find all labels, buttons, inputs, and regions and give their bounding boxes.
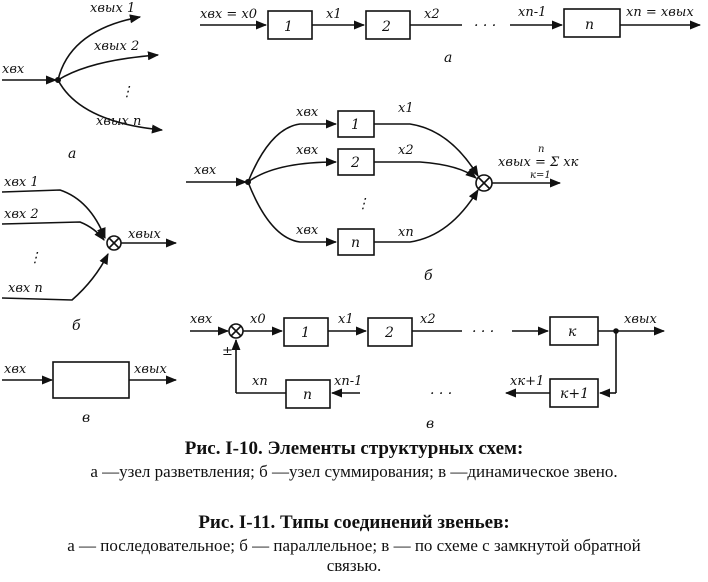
fig11b-output-label: xвых = Σ xк	[498, 155, 579, 170]
fig11b-branch-input-1: xвх	[296, 105, 319, 120]
fig11b-input-label: xвх	[194, 163, 217, 178]
fig11-parallel-connection	[186, 110, 562, 256]
fig11c-block-2: 2	[384, 325, 394, 341]
fig10a-input-label: xвх	[2, 62, 25, 77]
structural-diagrams: xвх xвых 1 xвых 2 ⋮ xвых n а xвх 1 xвх 2…	[1, 1, 702, 432]
fig11c-output-label: xвых	[624, 312, 657, 327]
fig11c-block-n: n	[303, 387, 312, 403]
fig10b-input-1-label: xвх 1	[4, 175, 39, 190]
fig11b-signal-2: x2	[398, 143, 414, 158]
fig10a-output-1-label: xвых 1	[90, 1, 135, 16]
fig11a-block-2: 2	[381, 19, 391, 35]
fig10b-dots: ⋮	[28, 250, 42, 266]
fig11c-signal-x0: x0	[250, 312, 266, 327]
fig11-caption-title: Рис. I-11. Типы соединений звеньев:	[198, 512, 510, 533]
fig10-caption-title: Рис. I-10. Элементы структурных схем:	[184, 438, 524, 459]
fig11c-block-k1: к+1	[560, 386, 589, 402]
fig11b-signal-1: x1	[398, 101, 414, 116]
fig11-feedback-connection	[190, 316, 666, 409]
fig11b-branch-input-2: xвх	[296, 143, 319, 158]
fig11b-signal-n: xn	[398, 225, 414, 240]
fig11c-pm-sign: ±	[222, 344, 233, 359]
fig10c-letter: в	[82, 410, 90, 426]
fig11c-signal-xk1: xк+1	[510, 374, 544, 389]
fig11c-block-k: к	[568, 324, 577, 340]
fig11a-input-label: xвх = x0	[200, 7, 257, 22]
fig10b-input-2-label: xвх 2	[4, 207, 39, 222]
fig10a-output-n-label: xвых n	[96, 114, 141, 129]
fig11b-sum-upper: n	[538, 144, 544, 155]
fig11b-block-1: 1	[351, 117, 360, 133]
fig11a-signal-1: x1	[326, 7, 342, 22]
fig11a-letter: а	[444, 50, 452, 66]
fig10-branch-node	[2, 14, 164, 134]
fig10-summing-node	[1, 189, 178, 301]
fig11b-block-2: 2	[350, 155, 360, 171]
fig10b-input-n-label: xвх n	[8, 281, 43, 296]
fig10b-letter: б	[72, 318, 81, 334]
fig10b-output-label: xвых	[128, 227, 161, 242]
fig10a-dots: ⋮	[120, 84, 134, 100]
fig10-caption-body: а —узел разветвления; б —узел суммирован…	[90, 462, 618, 481]
fig11c-signal-xn: xn	[252, 374, 268, 389]
fig11c-block-1: 1	[301, 325, 310, 341]
fig11-caption-body: а — последовательное; б — параллельное; …	[67, 536, 641, 575]
fig11a-dots: · · ·	[474, 18, 496, 34]
fig11c-signal-xn-1: xn-1	[334, 374, 362, 389]
fig11c-forward-dots: · · ·	[472, 324, 494, 340]
fig11b-dots: ⋮	[356, 196, 370, 212]
fig10c-input-label: xвх	[4, 362, 27, 377]
fig11b-block-n: n	[351, 235, 360, 251]
fig10c-output-label: xвых	[134, 362, 167, 377]
fig11a-output-label: xn = xвых	[626, 5, 694, 20]
fig11a-block-1: 1	[284, 19, 293, 35]
fig11a-signal-2: x2	[424, 7, 440, 22]
fig11a-signal-n-1: xn-1	[518, 5, 546, 20]
fig11c-signal-x2: x2	[420, 312, 436, 327]
fig11c-feedback-dots: · · ·	[430, 386, 452, 402]
fig11c-signal-x1: x1	[338, 312, 354, 327]
fig10a-output-2-label: xвых 2	[94, 39, 139, 54]
fig11-series-connection	[200, 8, 702, 40]
fig11b-sum-lower: к=1	[530, 170, 551, 181]
fig11b-branch-input-n: xвх	[296, 223, 319, 238]
fig10-dynamic-element	[2, 361, 178, 399]
fig11a-block-n: n	[585, 17, 594, 33]
fig10a-letter: а	[68, 146, 76, 162]
fig11c-input-label: xвх	[190, 312, 213, 327]
fig11b-letter: б	[424, 268, 433, 284]
fig11c-letter: в	[426, 416, 434, 432]
